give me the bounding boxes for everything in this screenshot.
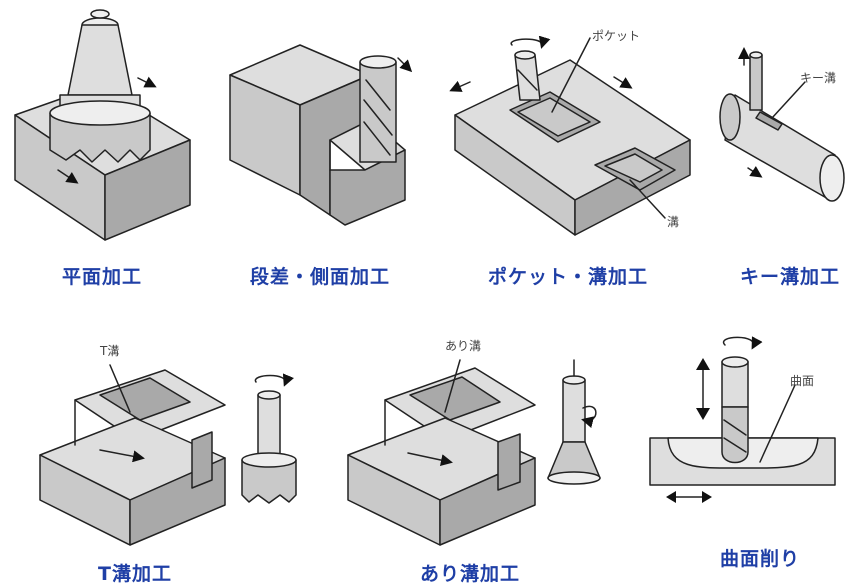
shaft — [719, 93, 845, 202]
dovetail-leader-line — [444, 359, 461, 413]
callout-slot: 溝 — [667, 215, 679, 229]
slot-leader-line — [629, 179, 666, 219]
keyway-leader-line — [771, 81, 806, 119]
panel-step-side-milling: 段差・側面加工 — [229, 44, 413, 288]
callout-t-slot: T溝 — [99, 344, 119, 358]
panel-t-slot: T溝 T溝加工 — [39, 344, 297, 585]
t-slot-workpiece — [39, 369, 226, 546]
panel-keyway: キー溝 キー溝加工 — [719, 47, 845, 288]
ball-end-mill — [721, 356, 749, 464]
caption-pocket-slot: ポケット・溝加工 — [488, 265, 648, 288]
feed-arrow — [99, 449, 145, 463]
face-mill-cutter — [49, 9, 151, 163]
slot — [594, 147, 676, 191]
panel-curved-surface: 曲面 曲面削り — [649, 336, 836, 570]
panel-dovetail: あり溝 あり溝加工 — [347, 339, 601, 585]
caption-face-milling: 平面加工 — [62, 266, 142, 288]
rotation-arrow — [722, 336, 763, 350]
rotation-arrow — [254, 373, 294, 387]
pocket — [509, 91, 601, 143]
panel-face-milling: 平面加工 — [14, 9, 191, 288]
end-mill-cutter — [359, 55, 397, 163]
curved-surface-leader-line — [759, 384, 796, 463]
t-slot-cutter — [241, 390, 297, 504]
pocket-workpiece — [454, 59, 691, 236]
caption-step-side-milling: 段差・側面加工 — [250, 265, 390, 288]
vertical-feed-arrow — [696, 358, 710, 420]
caption-curved-surface: 曲面削り — [720, 547, 800, 570]
t-slot-leader-line — [109, 364, 131, 413]
callout-curved-surface: 曲面 — [790, 374, 814, 388]
keyway-slot — [755, 111, 783, 131]
feed-arrow — [57, 169, 79, 184]
caption-t-slot: T溝加工 — [98, 562, 172, 585]
feed-arrows — [738, 47, 763, 178]
horizontal-feed-arrow — [666, 491, 712, 503]
callout-dovetail: あり溝 — [445, 339, 481, 353]
feed-arrow — [407, 452, 453, 466]
dovetail-workpiece — [347, 367, 536, 546]
caption-dovetail: あり溝加工 — [420, 562, 520, 585]
rotation-arrow — [137, 76, 157, 88]
panel-pocket-slot: ポケット 溝 ポケット・溝加工 — [449, 29, 691, 288]
end-mill-cutter — [514, 50, 541, 101]
end-mill-cutter — [749, 51, 763, 111]
rotation-arrow — [397, 57, 413, 73]
rotation-arrow — [510, 35, 551, 49]
caption-keyway: キー溝加工 — [740, 265, 840, 288]
pocket-leader-line — [551, 37, 591, 113]
feed-arrows — [449, 76, 633, 92]
rotation-arrow — [581, 405, 597, 428]
callout-pocket: ポケット — [592, 29, 640, 43]
dovetail-cutter — [547, 359, 601, 485]
stepped-workpiece — [229, 44, 406, 226]
callout-keyway: キー溝 — [800, 71, 836, 85]
